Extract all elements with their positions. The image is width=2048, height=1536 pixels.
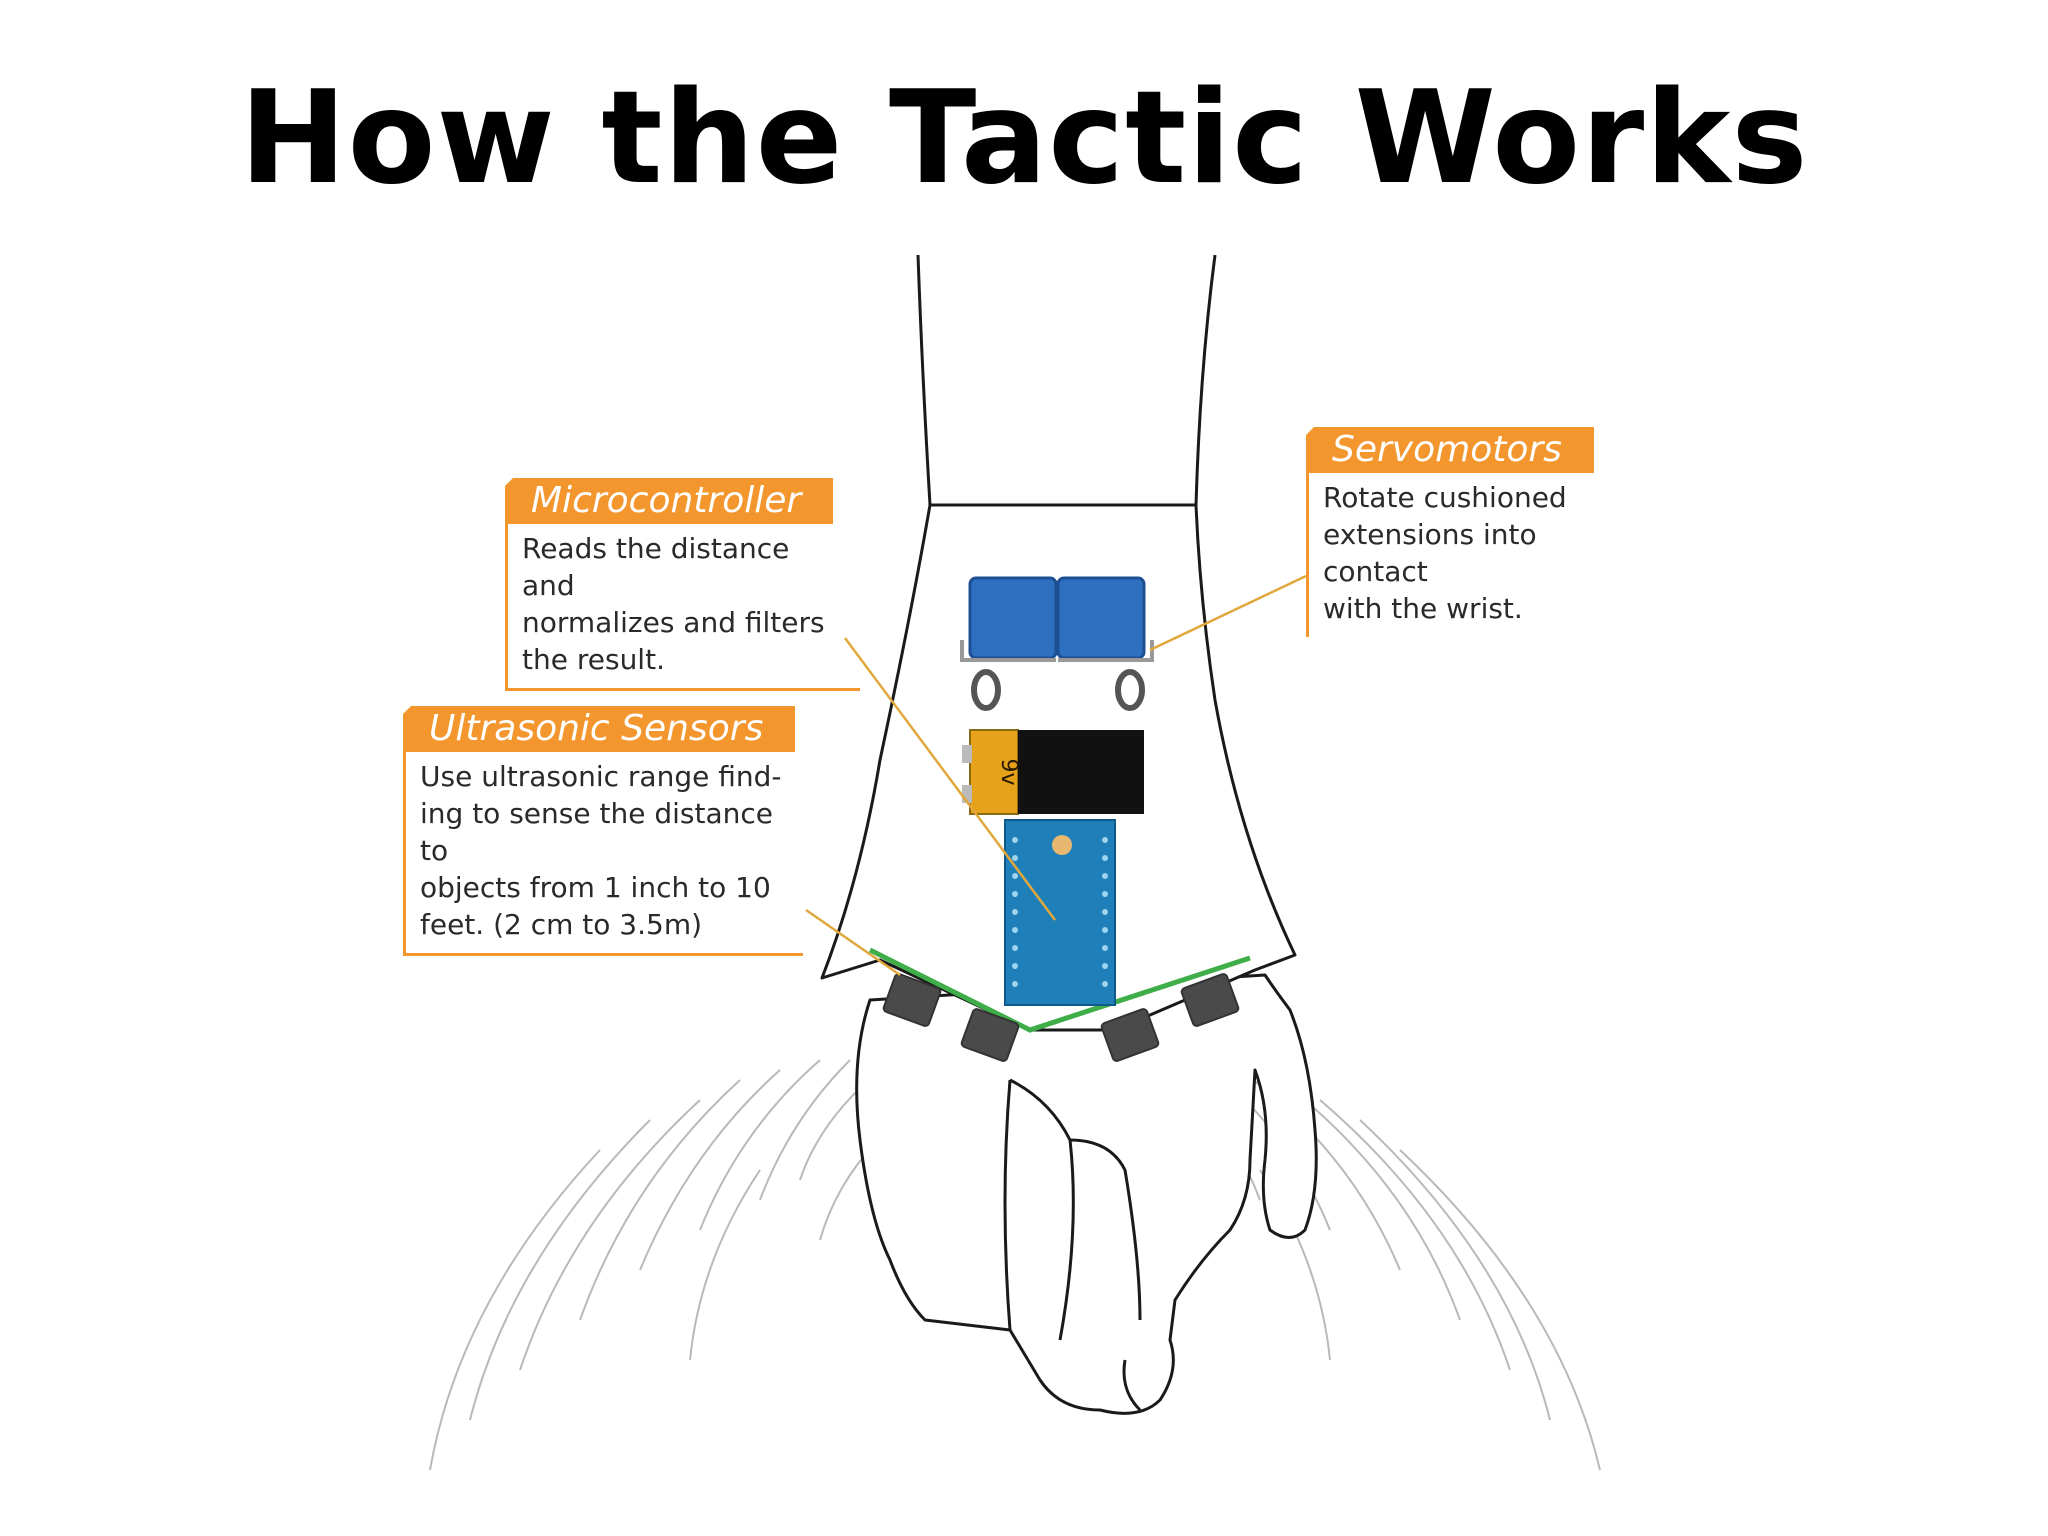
callout-servomotors: Servomotors Rotate cushioned extensions … (1305, 426, 1651, 637)
ultrasonic-sensors (882, 973, 1240, 1062)
microcontroller-label: Microcontroller (503, 477, 834, 524)
servomotor-pair (960, 576, 1154, 711)
microcontroller-board (1004, 819, 1116, 1006)
servomotors-description: Rotate cushioned extensions into contact… (1306, 473, 1651, 637)
forearm-outline (916, 254, 1217, 506)
ultrasonic-sensors-description: Use ultrasonic range find- ing to sense … (403, 752, 803, 956)
servomotors-label: Servomotors (1305, 426, 1594, 473)
ultrasonic-sensors-label: Ultrasonic Sensors (401, 705, 796, 752)
leader-lines (805, 574, 1307, 977)
slide-title: How the Tactic Works (239, 64, 1809, 213)
callout-ultrasonic-sensors: Ultrasonic Sensors Use ultrasonic range … (401, 705, 803, 956)
callout-microcontroller: Microcontroller Reads the distance and n… (503, 477, 860, 691)
hand-outline (855, 973, 1318, 1415)
battery-label: 9v (996, 758, 1021, 785)
microcontroller-description: Reads the distance and normalizes and fi… (505, 524, 860, 691)
battery-9v (962, 729, 1144, 815)
